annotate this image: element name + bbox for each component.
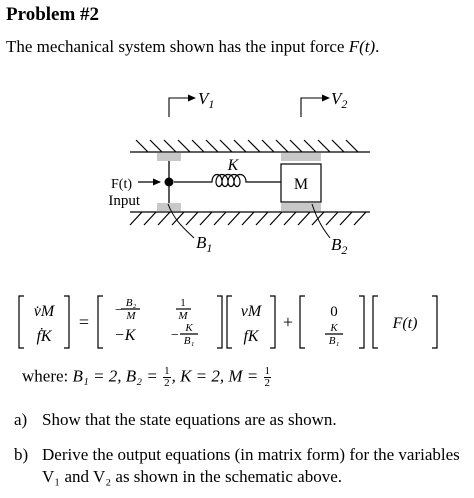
force-label: F(t) [111,177,132,192]
equals-sign: = [79,312,89,332]
b2-label: B2 [331,235,347,257]
intro-suffix: . [375,37,380,56]
problem-title: Problem #2 [6,4,100,25]
b1-label: B1 [196,233,212,255]
b2-leader [311,203,331,239]
v1-label: V1 [198,89,214,111]
a11-num: B₂ [126,297,137,309]
a22-minus: − [171,328,179,343]
mass-label: M [294,176,308,193]
where-prefix: where: [22,366,69,386]
question-b-text: Derive the output equations (in matrix f… [42,445,460,486]
input-ft: F(t) [392,315,418,332]
mass-block [280,163,322,203]
question-a-text: Show that the state equations are as sho… [42,410,337,429]
damper-b1-top-pad [157,153,181,161]
state-equation: v̇M ḟK = − B₂ M 1 M −K − K B₁ vM fK + 0… [18,295,438,349]
a11-den: M [125,310,136,322]
force-arrow-icon [153,178,161,186]
b1-leader [167,203,195,239]
damper-b2-top-pad [281,153,321,161]
x-fk: fK [243,328,259,345]
x-vm: vM [241,303,263,320]
b2-den: B₁ [329,335,340,347]
question-b-tag: b) [14,445,29,464]
a12-den: M [177,310,188,322]
v2-label: V2 [331,89,347,111]
mechanical-schematic: M K F(t) Input V1 V2 B1 B2 [108,89,370,257]
where-b1: B₁ = 2, [72,366,122,386]
damper-b2-bottom-pad [281,203,321,211]
problem-statement: The mechanical system shown has the inpu… [6,37,379,57]
a12-num: 1 [180,297,186,309]
a11-minus: − [115,303,123,318]
a22-den: B₁ [184,335,195,347]
node-dot [164,177,174,187]
plus-sign: + [283,312,293,332]
input-label: Input [108,193,140,209]
top-ground [130,139,370,153]
intro-prefix: The mechanical system shown has the inpu… [6,37,349,56]
b2-num: K [329,322,338,334]
spring-label: K [227,157,240,174]
a22-num: K [184,322,193,334]
spring-icon [174,173,281,188]
where-k: , K = 2, [171,366,225,386]
b1-entry: 0 [330,304,338,320]
where-b2: B₂ = [125,366,158,386]
question-a-tag: a) [14,410,28,429]
where-m: M = [228,366,259,386]
state-vdot: v̇M [34,303,56,320]
force-symbol: F(t) [348,37,376,56]
bottom-ground [129,211,370,226]
a21: −K [114,327,137,344]
state-fdot: ḟK [36,327,52,345]
v1-arrow [168,97,190,117]
v2-arrow [300,97,324,117]
